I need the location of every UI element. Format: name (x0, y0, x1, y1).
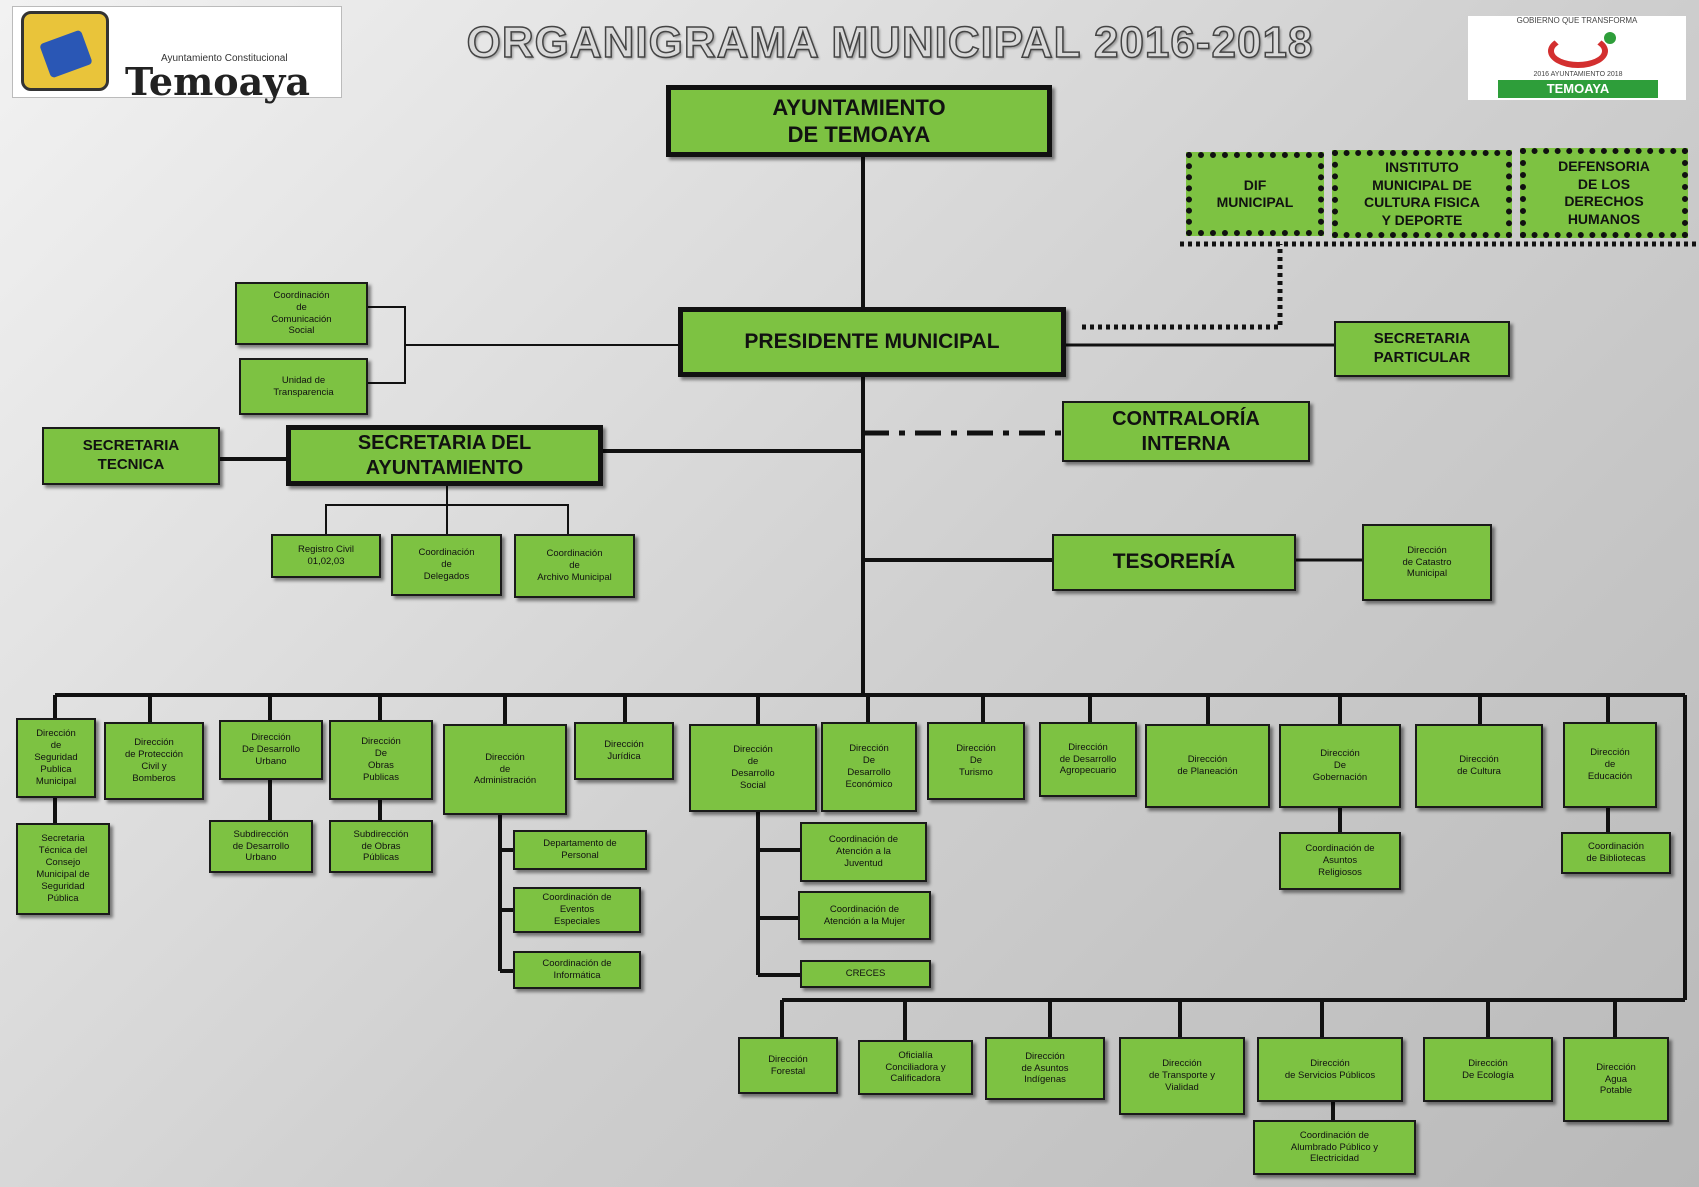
node-eventos-especiales: Coordinación de Eventos Especiales (513, 887, 641, 933)
node-secretaria-tecnica: SECRETARIA TECNICA (42, 427, 220, 485)
node-asuntos-religiosos: Coordinación de Asuntos Religiosos (1279, 832, 1401, 890)
node-dif-municipal: DIF MUNICIPAL (1186, 152, 1324, 236)
temoaya-logo: Ayuntamiento Constitucional Temoaya (12, 6, 342, 104)
node-cultura: Dirección de Cultura (1415, 724, 1543, 808)
node-secretaria-ayuntamiento: SECRETARIA DEL AYUNTAMIENTO (286, 425, 603, 486)
node-planeacion: Dirección de Planeación (1145, 724, 1270, 808)
municipal-seal-icon (21, 11, 109, 91)
node-tesoreria: TESORERÍA (1052, 534, 1296, 591)
node-juridica: Dirección Jurídica (574, 722, 674, 780)
node-defensoria: DEFENSORIA DE LOS DERECHOS HUMANOS (1520, 148, 1688, 238)
node-secretaria-particular: SECRETARIA PARTICULAR (1334, 321, 1510, 377)
node-gobernacion: Dirección De Gobernación (1279, 724, 1401, 808)
node-instituto-cultura-fisica: INSTITUTO MUNICIPAL DE CULTURA FISICA Y … (1332, 150, 1512, 238)
logo-name: Temoaya (125, 59, 310, 104)
node-contraloria-interna: CONTRALORÍA INTERNA (1062, 401, 1310, 462)
node-atencion-mujer: Coordinación de Atención a la Mujer (798, 891, 931, 940)
node-oficialia-conciliadora: Oficialía Conciliadora y Calificadora (858, 1040, 973, 1095)
gobierno-logo: GOBIERNO QUE TRANSFORMA 2016 AYUNTAMIENT… (1468, 16, 1686, 100)
node-subdireccion-obras: Subdirección de Obras Públicas (329, 820, 433, 873)
node-presidente-municipal: PRESIDENTE MUNICIPAL (678, 307, 1066, 377)
node-administracion: Dirección de Administración (443, 724, 567, 815)
node-bibliotecas: Coordinación de Bibliotecas (1561, 832, 1671, 874)
logo-right-years: 2016 AYUNTAMIENTO 2018 (1533, 71, 1623, 78)
node-departamento-personal: Departamento de Personal (513, 830, 647, 870)
node-coordinacion-delegados: Coordinación de Delegados (391, 534, 502, 596)
node-forestal: Dirección Forestal (738, 1037, 838, 1094)
node-agua-potable: Dirección Agua Potable (1563, 1037, 1669, 1122)
node-ayuntamiento: AYUNTAMIENTO DE TEMOAYA (666, 85, 1052, 157)
page-title: ORGANIGRAMA MUNICIPAL 2016-2018 (466, 17, 1314, 68)
node-secretaria-tecnica-consejo: Secretaria Técnica del Consejo Municipal… (16, 823, 110, 915)
node-desarrollo-social: Dirección de Desarrollo Social (689, 724, 817, 812)
node-catastro: Dirección de Catastro Municipal (1362, 524, 1492, 601)
node-desarrollo-economico: Dirección De Desarrollo Económico (821, 722, 917, 812)
node-obras-publicas: Dirección De Obras Publicas (329, 720, 433, 800)
logo-subtitle: Ayuntamiento Constitucional (161, 53, 288, 64)
node-transparencia: Unidad de Transparencia (239, 358, 368, 415)
node-comunicacion-social: Coordinación de Comunicación Social (235, 282, 368, 345)
node-informatica: Coordinación de Informática (513, 951, 641, 989)
node-subdireccion-urbano: Subdirección de Desarrollo Urbano (209, 820, 313, 873)
node-creces: CRECES (800, 960, 931, 988)
swoosh-icon (1548, 34, 1608, 68)
node-proteccion-civil: Dirección de Protección Civil y Bomberos (104, 722, 204, 800)
node-atencion-juventud: Coordinación de Atención a la Juventud (800, 822, 927, 882)
node-seguridad-publica: Dirección de Seguridad Publica Municipal (16, 718, 96, 798)
logo-right-tagline: GOBIERNO QUE TRANSFORMA (1516, 16, 1638, 25)
node-alumbrado-publico: Coordinación de Alumbrado Público y Elec… (1253, 1120, 1416, 1175)
dot-icon (1604, 32, 1616, 44)
node-educacion: Dirección de Educación (1563, 722, 1657, 808)
node-asuntos-indigenas: Dirección de Asuntos Indígenas (985, 1037, 1105, 1100)
node-registro-civil: Registro Civil 01,02,03 (271, 534, 381, 578)
node-desarrollo-agropecuario: Dirección de Desarrollo Agropecuario (1039, 722, 1137, 797)
node-desarrollo-urbano: Dirección De Desarrollo Urbano (219, 720, 323, 780)
node-turismo: Dirección De Turismo (927, 722, 1025, 800)
node-archivo-municipal: Coordinación de Archivo Municipal (514, 534, 635, 598)
logo-right-name: TEMOAYA (1498, 80, 1658, 98)
node-transporte-vialidad: Dirección de Transporte y Vialidad (1119, 1037, 1245, 1115)
node-ecologia: Dirección De Ecología (1423, 1037, 1553, 1102)
node-servicios-publicos: Dirección de Servicios Públicos (1257, 1037, 1403, 1102)
